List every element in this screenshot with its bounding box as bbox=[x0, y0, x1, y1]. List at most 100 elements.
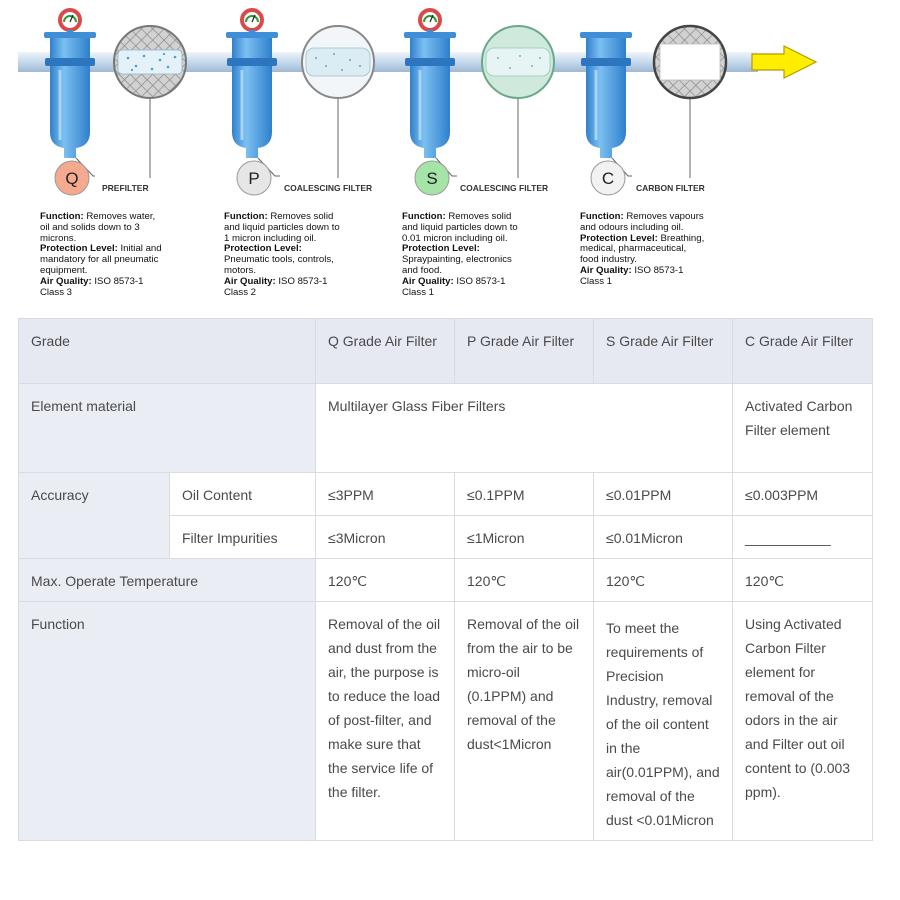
filter-name-c: CARBON FILTER bbox=[636, 183, 705, 193]
badge-letter-c: C bbox=[602, 169, 614, 188]
description-line: Spraypainting, electronics bbox=[402, 254, 552, 266]
description-heading: Protection Level: bbox=[402, 243, 480, 255]
table-row: Function Removal of the oil and dust fro… bbox=[17, 601, 874, 841]
badge-letter-s: S bbox=[426, 169, 437, 188]
filter-q-description: Function: Removes water,oil and solids d… bbox=[40, 211, 190, 299]
description-line: Protection Level: bbox=[224, 243, 374, 255]
cell-element-material-c: Activated Carbon Filter element bbox=[732, 383, 874, 473]
row-label-accuracy: Accuracy bbox=[18, 472, 170, 559]
header-p-grade: P Grade Air Filter bbox=[454, 318, 595, 384]
description-line: Class 2 bbox=[224, 286, 374, 299]
table-row: Element material Multilayer Glass Fiber … bbox=[17, 383, 874, 473]
description-line: Class 1 bbox=[580, 275, 730, 288]
table-row: Filter Impurities ≤3Micron ≤1Micron ≤0.0… bbox=[19, 515, 874, 559]
cell-impurities-q: ≤3Micron bbox=[315, 515, 456, 559]
description-heading: Protection Level: bbox=[224, 243, 302, 255]
description-text: Class 1 bbox=[580, 275, 612, 287]
cell-temp-c: 120℃ bbox=[732, 558, 874, 602]
description-text: ISO 8573-1 bbox=[275, 275, 328, 287]
header-c-grade: C Grade Air Filter bbox=[732, 318, 874, 384]
badge-p bbox=[236, 160, 272, 196]
description-text: Class 3 bbox=[40, 286, 72, 298]
filter-c-unit: C CARBON FILTER bbox=[578, 24, 728, 196]
description-text: Removes vapours bbox=[623, 211, 704, 222]
description-text: ISO 8573-1 bbox=[453, 275, 506, 287]
badge-s bbox=[414, 160, 450, 196]
filter-housing-icon bbox=[224, 30, 280, 160]
description-line: Class 1 bbox=[402, 286, 552, 299]
description-line: Pneumatic tools, controls, bbox=[224, 254, 374, 266]
row-label-oil-content: Oil Content bbox=[168, 472, 317, 516]
description-line: food industry. bbox=[580, 254, 730, 266]
filter-name-p: COALESCING FILTER bbox=[284, 183, 372, 193]
table-row: Max. Operate Temperature 120℃ 120℃ 120℃ … bbox=[17, 558, 874, 602]
filter-name-q: PREFILTER bbox=[102, 183, 149, 193]
description-text: ISO 8573-1 bbox=[91, 275, 144, 287]
description-text: medical, pharmaceutical, bbox=[580, 243, 687, 255]
filter-housing-icon bbox=[402, 30, 458, 160]
description-heading: Function: bbox=[402, 211, 446, 222]
description-text: Class 1 bbox=[402, 286, 434, 298]
cell-oil-s: ≤0.01PPM bbox=[593, 472, 734, 516]
description-text: 0.01 micron including oil. bbox=[402, 232, 508, 244]
description-line: Function: Removes vapours bbox=[580, 211, 730, 223]
description-line: Function: Removes water, bbox=[40, 211, 190, 223]
description-heading: Air Quality: bbox=[224, 275, 276, 287]
description-line: and liquid particles down to bbox=[224, 221, 374, 234]
description-text: food industry. bbox=[580, 254, 637, 266]
description-line: medical, pharmaceutical, bbox=[580, 243, 730, 255]
description-line: oil and solids down to 3 bbox=[40, 222, 190, 234]
header-grade: Grade bbox=[17, 318, 317, 384]
description-line: Function: Removes solid bbox=[402, 211, 552, 223]
cell-temp-p: 120℃ bbox=[454, 558, 595, 602]
table-header-row: Grade Q Grade Air Filter P Grade Air Fil… bbox=[17, 318, 874, 384]
description-text: Spraypainting, electronics bbox=[402, 254, 512, 266]
description-text: microns. bbox=[40, 232, 77, 244]
filter-housing-icon bbox=[42, 30, 98, 160]
cell-temp-q: 120℃ bbox=[315, 558, 456, 602]
cell-temp-s: 120℃ bbox=[593, 558, 734, 602]
description-text: Breathing, bbox=[657, 232, 705, 244]
cell-oil-q: ≤3PPM bbox=[315, 472, 456, 516]
header-q-grade: Q Grade Air Filter bbox=[315, 318, 456, 384]
badge-letter-p: P bbox=[248, 169, 259, 188]
badge-q bbox=[54, 160, 90, 196]
description-line: 1 micron including oil. bbox=[224, 232, 374, 245]
row-label-filter-impurities: Filter Impurities bbox=[168, 515, 317, 559]
description-heading: Air Quality: bbox=[402, 275, 454, 287]
description-line: Function: Removes solid bbox=[224, 211, 374, 223]
cell-impurities-c: ___________ bbox=[732, 515, 874, 559]
description-text: Initial and bbox=[117, 243, 162, 255]
description-text: Removes solid bbox=[267, 211, 334, 222]
description-line: motors. bbox=[224, 265, 374, 277]
badge-c bbox=[590, 160, 626, 196]
cell-function-q: Removal of the oil and dust from the air… bbox=[315, 601, 456, 841]
filter-p-unit: P COALESCING FILTER bbox=[224, 8, 375, 196]
description-line: Air Quality: ISO 8573-1 bbox=[40, 275, 190, 288]
description-text: and food. bbox=[402, 264, 443, 276]
description-heading: Air Quality: bbox=[580, 264, 632, 276]
cell-function-s: To meet the requirements of Precision In… bbox=[593, 601, 734, 841]
description-text: 1 micron including oil. bbox=[224, 232, 317, 244]
row-label-max-temperature: Max. Operate Temperature bbox=[17, 558, 317, 602]
description-text: and odours including oil. bbox=[580, 221, 684, 233]
row-label-element-material: Element material bbox=[17, 383, 317, 473]
description-line: and odours including oil. bbox=[580, 221, 730, 234]
cell-element-material-qps: Multilayer Glass Fiber Filters bbox=[315, 383, 734, 473]
description-text: Class 2 bbox=[224, 286, 256, 298]
badge-letter-q: Q bbox=[65, 169, 78, 188]
description-heading: Function: bbox=[580, 211, 624, 222]
description-line: Protection Level: bbox=[402, 243, 552, 255]
description-line: Class 3 bbox=[40, 286, 190, 299]
description-heading: Function: bbox=[40, 211, 84, 222]
description-line: Protection Level: Breathing, bbox=[580, 232, 730, 245]
description-text: and liquid particles down to bbox=[402, 221, 518, 233]
header-s-grade: S Grade Air Filter bbox=[593, 318, 734, 384]
description-line: Air Quality: ISO 8573-1 bbox=[224, 275, 374, 288]
description-line: equipment. bbox=[40, 265, 190, 277]
filter-s-unit: S COALESCING FILTER bbox=[402, 8, 555, 196]
description-text: Removes solid bbox=[445, 211, 512, 222]
description-text: and liquid particles down to bbox=[224, 221, 340, 233]
